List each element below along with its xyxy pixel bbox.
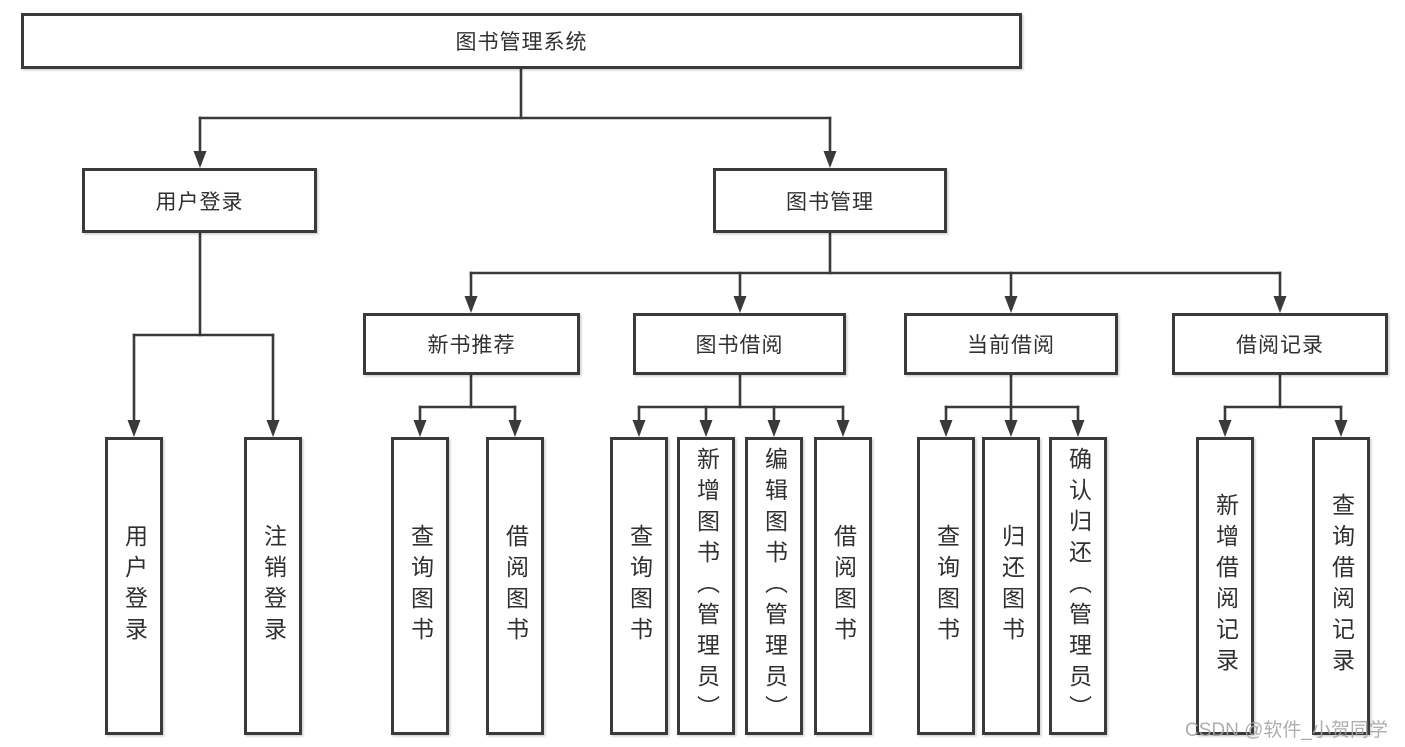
node-user-login: 用户登录 bbox=[82, 168, 317, 233]
leaf-add-borrow-record: 新增借阅记录 bbox=[1196, 437, 1254, 735]
node-label: 用户登录 bbox=[155, 190, 244, 214]
node-current-borrow: 当前借阅 bbox=[904, 313, 1118, 375]
leaf-borrow-books-recommend: 借阅图书 bbox=[486, 437, 544, 735]
node-root-library-system: 图书管理系统 bbox=[21, 13, 1022, 69]
node-book-management: 图书管理 bbox=[713, 168, 947, 233]
leaf-borrow-books: 借阅图书 bbox=[814, 437, 872, 735]
leaf-label: 查询图书 bbox=[933, 524, 960, 648]
leaf-edit-books-admin: 编辑图书（管理员） bbox=[745, 437, 803, 735]
node-borrow-records: 借阅记录 bbox=[1172, 313, 1388, 375]
leaf-query-books-recommend: 查询图书 bbox=[391, 437, 449, 735]
leaf-query-books-current: 查询图书 bbox=[917, 437, 975, 735]
leaf-label: 借阅图书 bbox=[830, 524, 857, 648]
leaf-label: 查询图书 bbox=[407, 524, 434, 648]
node-label: 借阅记录 bbox=[1236, 334, 1324, 357]
node-new-book-recommend: 新书推荐 bbox=[363, 313, 580, 375]
leaf-add-books-admin: 新增图书（管理员） bbox=[677, 437, 735, 735]
leaf-label: 查询图书 bbox=[626, 524, 653, 648]
leaf-logout: 注销登录 bbox=[244, 437, 302, 735]
leaf-label: 用户登录 bbox=[121, 524, 148, 648]
csdn-watermark: CSDN @软件_小贺同学 bbox=[1185, 720, 1388, 741]
node-label: 图书管理 bbox=[786, 190, 874, 214]
leaf-label: 借阅图书 bbox=[502, 524, 529, 648]
leaf-confirm-return-admin: 确认归还（管理员） bbox=[1049, 437, 1107, 735]
node-book-borrow: 图书借阅 bbox=[633, 313, 846, 375]
arrowheads bbox=[127, 151, 1348, 437]
node-label: 图书管理系统 bbox=[455, 31, 588, 54]
leaf-label: 编辑图书（管理员） bbox=[761, 446, 788, 726]
node-label: 新书推荐 bbox=[427, 334, 516, 357]
leaf-user-login: 用户登录 bbox=[105, 437, 163, 735]
leaf-label: 新增图书（管理员） bbox=[693, 446, 720, 726]
node-label: 图书借阅 bbox=[695, 334, 784, 357]
leaf-query-books-borrow: 查询图书 bbox=[610, 437, 668, 735]
leaf-return-books: 归还图书 bbox=[982, 437, 1040, 735]
leaf-query-borrow-record: 查询借阅记录 bbox=[1312, 437, 1370, 735]
leaf-label: 归还图书 bbox=[998, 524, 1025, 648]
node-label: 当前借阅 bbox=[967, 334, 1055, 357]
leaf-label: 注销登录 bbox=[260, 524, 287, 648]
leaf-label: 查询借阅记录 bbox=[1328, 493, 1355, 679]
leaf-label: 确认归还（管理员） bbox=[1065, 446, 1092, 726]
leaf-label: 新增借阅记录 bbox=[1212, 493, 1239, 679]
